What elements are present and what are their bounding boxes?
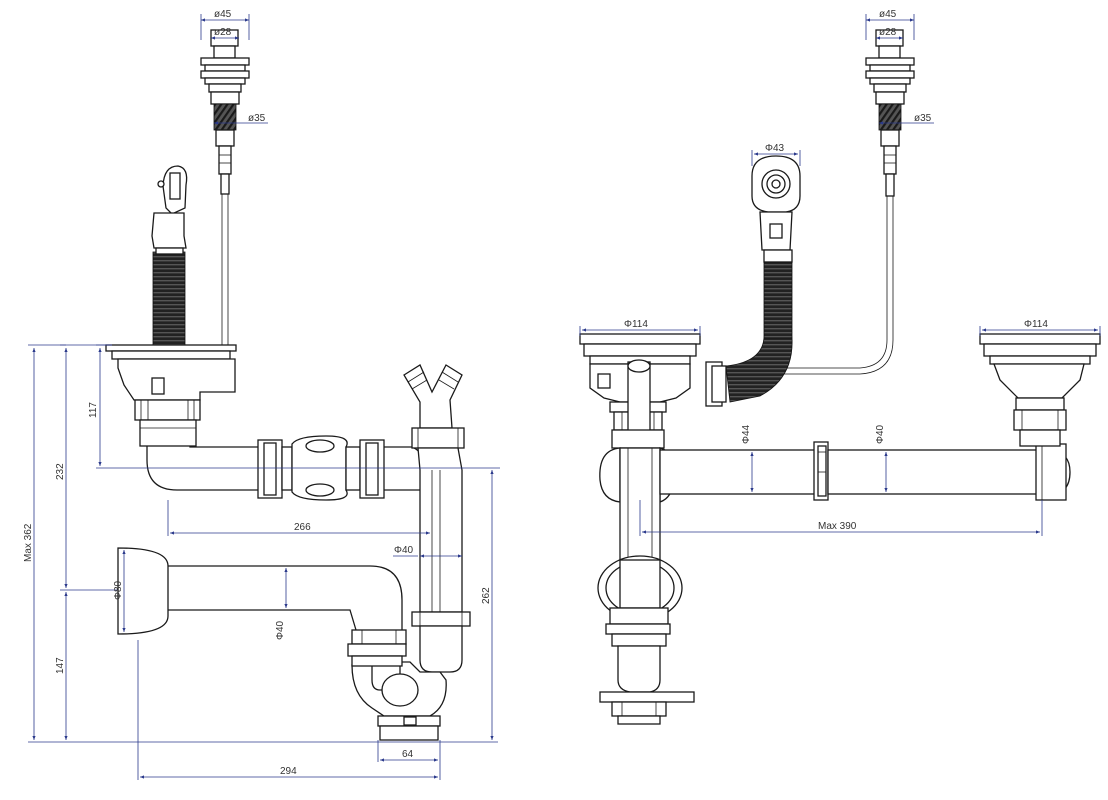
right-dim-d35: ø35 xyxy=(914,113,932,124)
right-horizontal-pipe xyxy=(659,441,1071,501)
right-left-basket xyxy=(579,333,701,449)
left-dim-117: 117 xyxy=(88,402,99,418)
left-dim-64: 64 xyxy=(402,749,414,760)
left-dim-d80: Φ80 xyxy=(113,580,124,600)
left-dim-max362: Max 362 xyxy=(23,523,34,562)
left-dim-d35: ø35 xyxy=(248,113,266,124)
left-sink-basket xyxy=(105,344,237,447)
left-bottle-trap xyxy=(351,611,471,741)
right-dim-d40: Φ40 xyxy=(875,424,886,444)
right-right-basket xyxy=(979,333,1101,447)
left-dim-d40-vert: Φ40 xyxy=(394,545,414,556)
right-dim-d43: Φ43 xyxy=(765,143,785,154)
right-dimensions xyxy=(579,14,1101,536)
left-assembly: ø45 ø28 ø35 117 232 Max 362 147 Φ80 Φ40 … xyxy=(23,9,500,780)
right-overflow-outlet xyxy=(705,155,801,407)
left-dim-232: 232 xyxy=(55,463,66,480)
left-overflow-outlet xyxy=(151,165,188,348)
right-assembly: ø45 ø28 ø35 Φ43 Φ114 Φ114 Φ44 Φ40 Max 39… xyxy=(579,9,1101,725)
right-trap xyxy=(597,447,695,725)
right-dim-d114-left: Φ114 xyxy=(624,319,648,330)
right-popup-button xyxy=(722,29,915,375)
left-dimensions xyxy=(28,14,500,780)
left-wall-outlet xyxy=(117,547,407,667)
left-y-connector xyxy=(403,364,465,613)
left-dim-294: 294 xyxy=(280,766,297,777)
right-dim-d28: ø28 xyxy=(879,27,897,38)
right-dim-max390: Max 390 xyxy=(818,521,857,532)
left-dim-d40-trap: Φ40 xyxy=(275,620,286,640)
right-dim-d114-right: Φ114 xyxy=(1024,319,1048,330)
right-dim-d44: Φ44 xyxy=(741,424,752,444)
left-dim-266: 266 xyxy=(294,522,311,533)
left-popup-button xyxy=(200,29,250,345)
left-dim-147: 147 xyxy=(55,657,66,674)
right-dim-d45: ø45 xyxy=(879,9,897,20)
left-dim-d45: ø45 xyxy=(214,9,232,20)
left-dim-262: 262 xyxy=(481,587,492,604)
left-dim-d28: ø28 xyxy=(214,27,232,38)
